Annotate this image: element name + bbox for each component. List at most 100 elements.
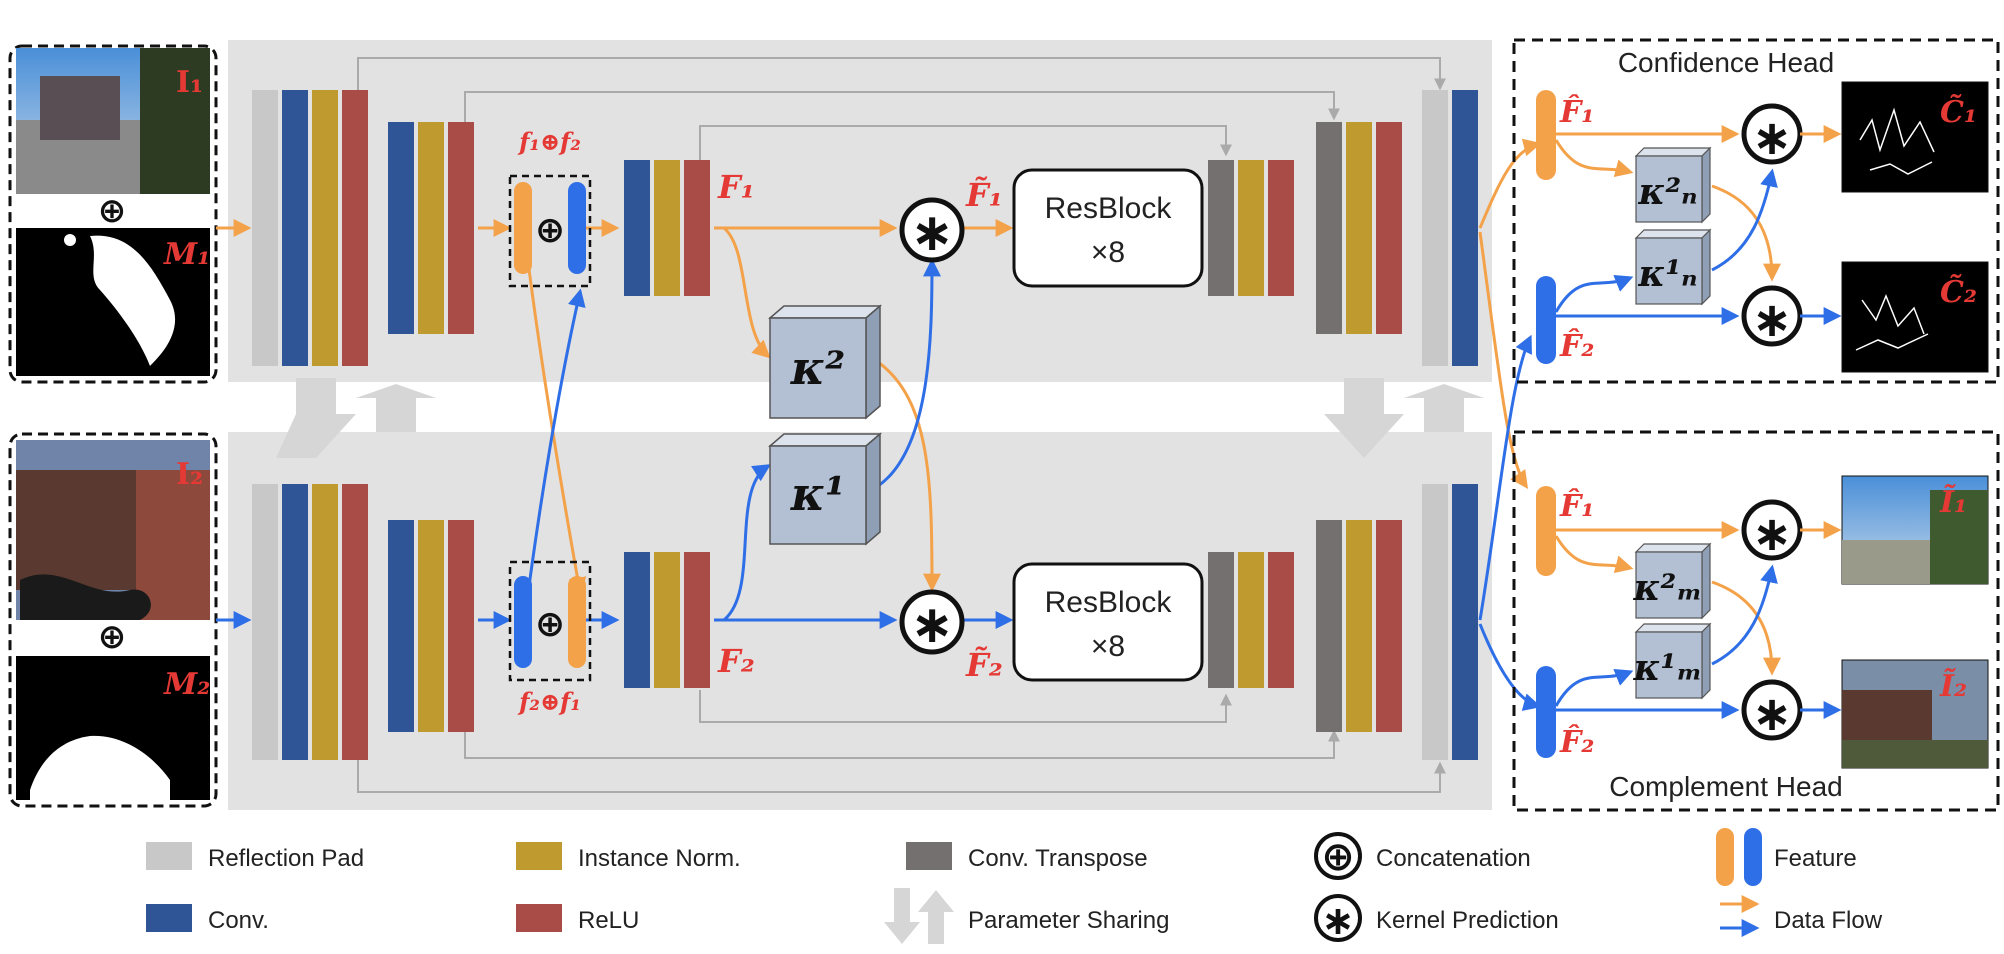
svg-text:∗: ∗ bbox=[1752, 686, 1792, 742]
layer-bar-relu bbox=[1376, 122, 1402, 334]
layer-bar-conv bbox=[1452, 90, 1478, 366]
legend-label-data-flow: Data Flow bbox=[1774, 907, 1883, 934]
layer-bar-reflection-pad bbox=[252, 90, 278, 366]
layer-bar-relu bbox=[342, 484, 368, 760]
svg-text:∗: ∗ bbox=[1752, 292, 1792, 348]
layer-bar-conv-transpose bbox=[1316, 122, 1342, 334]
svg-text:∗: ∗ bbox=[1752, 110, 1792, 166]
svg-text:×8: ×8 bbox=[1091, 236, 1125, 269]
svg-text:C̃₁: C̃₁ bbox=[1940, 95, 1977, 130]
kernel-cube-k1: κ¹ bbox=[767, 432, 883, 546]
decoder-output-flows bbox=[1478, 138, 1542, 711]
svg-text:Ĩ₂: Ĩ₂ bbox=[1939, 668, 1967, 704]
input-group-1: I₁ ⊕ M₁ bbox=[8, 44, 218, 384]
layer-bar-conv bbox=[282, 484, 308, 760]
cross-flow-orange bbox=[522, 229, 587, 596]
output-c1 bbox=[1841, 81, 1989, 193]
layer-bar-instance-norm bbox=[1238, 160, 1264, 296]
svg-text:⊕: ⊕ bbox=[1321, 834, 1355, 880]
label-i1: I₁ bbox=[176, 65, 203, 100]
concat-label-top: f₁⊕f₂ bbox=[517, 127, 581, 156]
svg-text:F̂₁: F̂₁ bbox=[1559, 95, 1594, 130]
legend: Reflection Pad Conv. Instance Norm. ReLU… bbox=[146, 828, 1883, 944]
svg-text:ResBlock: ResBlock bbox=[1045, 586, 1173, 619]
layer-bar-relu bbox=[448, 122, 474, 334]
svg-text:∗: ∗ bbox=[910, 595, 954, 655]
legend-swatch-reflection-pad bbox=[146, 842, 192, 870]
kernel-prediction-bottom: ∗ bbox=[899, 589, 965, 655]
layer-bar-conv bbox=[282, 90, 308, 366]
layer-bar-relu bbox=[448, 520, 474, 732]
label-m2: M₂ bbox=[163, 667, 210, 702]
legend-label-feature: Feature bbox=[1774, 845, 1857, 872]
resblock-top: ResBlock ×8 bbox=[1012, 168, 1204, 288]
svg-text:C̃₂: C̃₂ bbox=[1940, 275, 1977, 310]
kernel2-to-conv-bottom bbox=[877, 360, 941, 592]
layer-bar-conv bbox=[624, 160, 650, 296]
legend-label-parameter-sharing: Parameter Sharing bbox=[968, 907, 1169, 934]
legend-label-concatenation: Concatenation bbox=[1376, 845, 1531, 872]
label-m1: M₁ bbox=[163, 237, 210, 272]
feature-label-f2-tilde: F̃₂ bbox=[965, 646, 1003, 684]
parameter-sharing-arrows bbox=[276, 378, 1484, 458]
layer-bar-instance-norm bbox=[1346, 122, 1372, 334]
kernel-prediction-top: ∗ bbox=[899, 197, 965, 263]
svg-text:∗: ∗ bbox=[1752, 506, 1792, 562]
layer-bar-instance-norm bbox=[418, 520, 444, 732]
layer-bar-conv bbox=[388, 122, 414, 334]
label-i2: I₂ bbox=[176, 457, 203, 492]
legend-label-kernel-prediction: Kernel Prediction bbox=[1376, 907, 1559, 934]
layer-bar-relu bbox=[684, 160, 710, 296]
svg-text:F̂₂: F̂₂ bbox=[1559, 329, 1594, 364]
layer-bar-instance-norm bbox=[1238, 552, 1264, 688]
confidence-head: Confidence Head F̂₁ F̂₂ κ²ₙ κ¹ₙ ∗ ∗ C̃₁ … bbox=[1512, 38, 2000, 384]
kernel-cube-k2: κ² bbox=[767, 304, 883, 420]
legend-label-relu: ReLU bbox=[578, 907, 639, 934]
layer-bar-conv-transpose bbox=[1208, 552, 1234, 688]
kernel-label-k2: κ² bbox=[790, 341, 846, 395]
legend-swatch-conv-transpose bbox=[906, 842, 952, 870]
layer-bar-instance-norm bbox=[312, 90, 338, 366]
output-c2 bbox=[1841, 261, 1989, 373]
legend-label-conv: Conv. bbox=[208, 907, 269, 934]
layer-bar-instance-norm bbox=[654, 160, 680, 296]
layer-bar-instance-norm bbox=[1346, 520, 1372, 732]
kernel1-to-conv-top bbox=[877, 258, 941, 488]
skip-connections bbox=[357, 57, 1446, 793]
kernel-label-kn2: κ²ₙ bbox=[1637, 171, 1697, 213]
legend-param-sharing-icon bbox=[884, 888, 954, 944]
layer-bar-conv bbox=[1452, 484, 1478, 760]
svg-text:F̂₂: F̂₂ bbox=[1559, 725, 1594, 760]
legend-label-instance-norm: Instance Norm. bbox=[578, 845, 741, 872]
svg-text:×8: ×8 bbox=[1091, 630, 1125, 663]
layer-bars bbox=[252, 90, 1478, 760]
svg-text:∗: ∗ bbox=[910, 203, 954, 263]
layer-bar-instance-norm bbox=[312, 484, 338, 760]
layer-bar-conv bbox=[388, 520, 414, 732]
concat-symbol-bottom: ⊕ bbox=[535, 604, 565, 645]
layer-bar-relu bbox=[1376, 520, 1402, 732]
layer-bar-relu bbox=[1268, 160, 1294, 296]
feature-label-f1: F₁ bbox=[717, 168, 755, 206]
legend-data-flow-icon bbox=[1720, 895, 1760, 937]
confidence-head-title: Confidence Head bbox=[1618, 47, 1834, 78]
svg-text:F̂₁: F̂₁ bbox=[1559, 489, 1594, 524]
legend-swatch-relu bbox=[516, 904, 562, 932]
layer-bar-reflection-pad bbox=[252, 484, 278, 760]
concat-box-top: ⊕ f₁⊕f₂ bbox=[508, 127, 592, 288]
legend-label-reflection-pad: Reflection Pad bbox=[208, 845, 364, 872]
legend-swatch-conv bbox=[146, 904, 192, 932]
layer-bar-instance-norm bbox=[654, 552, 680, 688]
kernel-label-kn1: κ¹ₙ bbox=[1637, 253, 1697, 295]
concat-symbol-top: ⊕ bbox=[535, 210, 565, 251]
complement-head-title: Complement Head bbox=[1609, 771, 1842, 802]
svg-text:ResBlock: ResBlock bbox=[1045, 192, 1173, 225]
concat-symbol-input-2: ⊕ bbox=[98, 617, 127, 657]
layer-bar-reflection-pad bbox=[1422, 484, 1448, 760]
concat-box-bottom: ⊕ f₂⊕f₁ bbox=[508, 560, 592, 716]
concat-symbol-input-1: ⊕ bbox=[98, 191, 127, 231]
kernel-label-km2: κ²ₘ bbox=[1633, 567, 1703, 609]
layer-bar-relu bbox=[342, 90, 368, 366]
legend-swatch-instance-norm bbox=[516, 842, 562, 870]
